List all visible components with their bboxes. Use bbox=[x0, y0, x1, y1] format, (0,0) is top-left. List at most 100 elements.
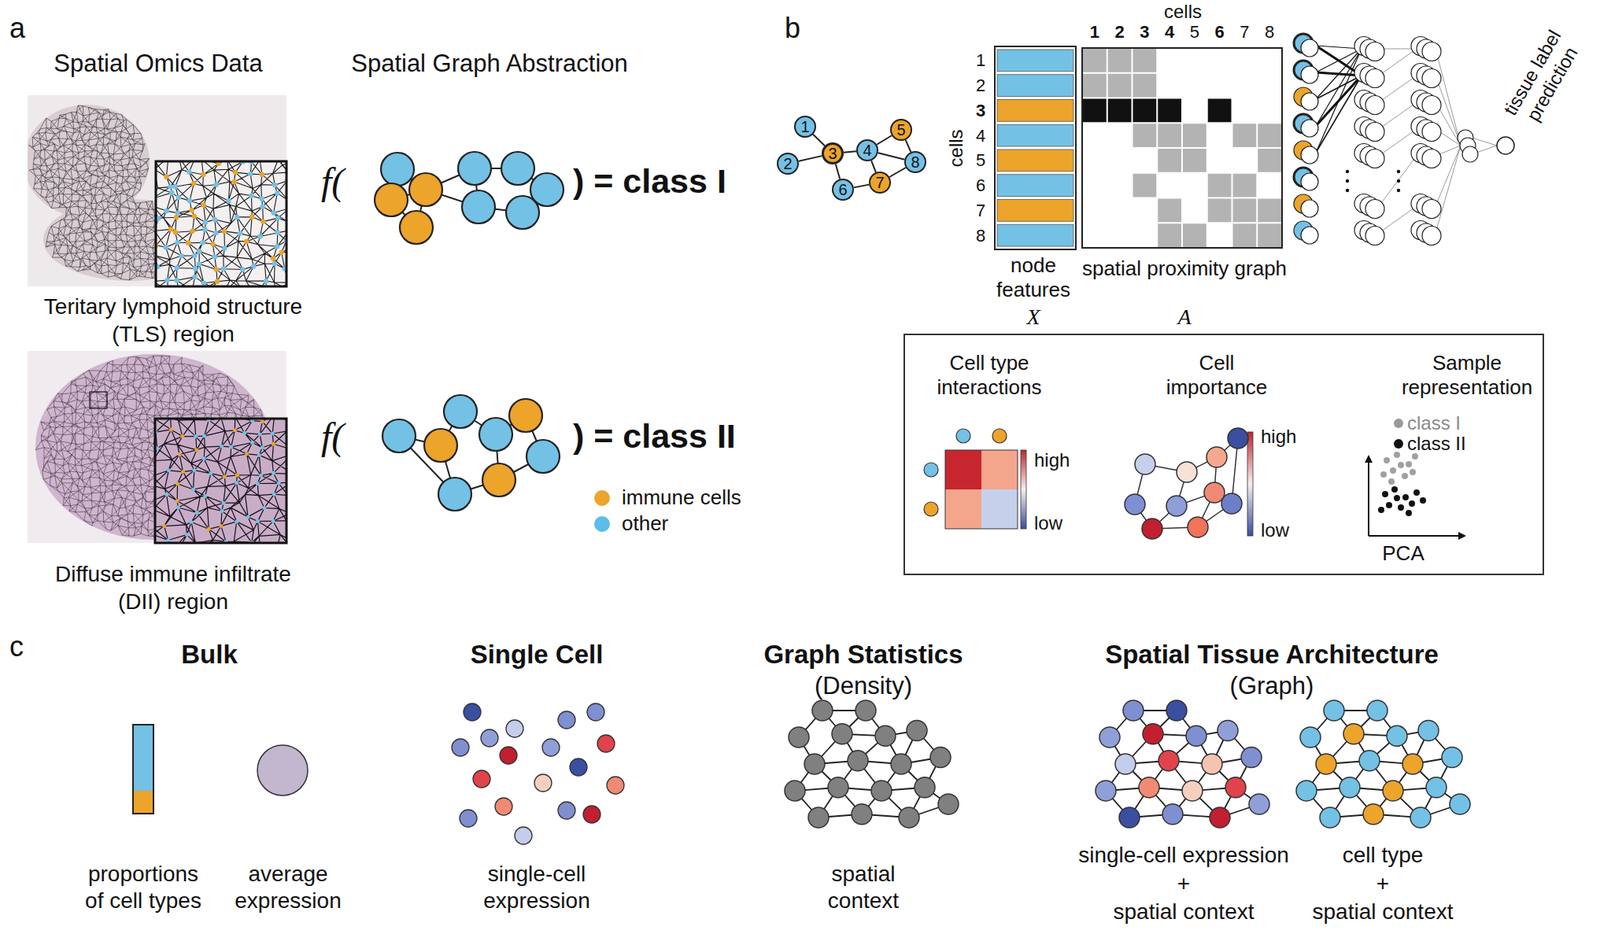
label-text: + bbox=[1177, 871, 1190, 897]
cell-dot bbox=[225, 198, 231, 204]
graph-vertex bbox=[479, 417, 513, 451]
label-text: single-cell expression bbox=[1078, 842, 1290, 869]
matrix-cell bbox=[1157, 99, 1182, 123]
graph-vertex bbox=[938, 794, 959, 815]
matrix-cell bbox=[1157, 123, 1182, 148]
inset-frame bbox=[155, 418, 287, 544]
label-text: node features bbox=[982, 253, 1085, 303]
cell-dot bbox=[451, 739, 470, 757]
matrix-cell bbox=[1257, 223, 1282, 248]
graph-node: 4 bbox=[856, 139, 879, 162]
graph-node: 2 bbox=[776, 152, 799, 175]
label-text: high bbox=[1260, 425, 1297, 449]
label-text: spatial context bbox=[812, 860, 915, 914]
matrix-cell bbox=[1233, 123, 1257, 148]
cell-dot bbox=[192, 468, 196, 473]
matrix-cell bbox=[1082, 73, 1107, 98]
label-text: 6 bbox=[1215, 22, 1225, 41]
label-text: Spatial Tissue Architecture bbox=[1104, 639, 1439, 671]
cell-dot bbox=[202, 226, 207, 232]
graph-connector bbox=[812, 134, 825, 146]
node-number: 5 bbox=[896, 121, 906, 138]
label-text: 1 bbox=[1090, 22, 1100, 41]
matrix-cell bbox=[1233, 223, 1257, 248]
cell-dot bbox=[274, 243, 280, 249]
sample-point bbox=[1405, 509, 1412, 517]
matrix-cell bbox=[1133, 73, 1157, 98]
feature-bar bbox=[997, 49, 1074, 72]
cell-dot bbox=[272, 492, 277, 497]
cell-dot bbox=[234, 519, 239, 524]
matrix-cell bbox=[1157, 148, 1182, 173]
cell-dot bbox=[214, 279, 220, 285]
cell-dot bbox=[166, 468, 171, 473]
importance-vertex bbox=[1206, 447, 1227, 468]
graph-vertex bbox=[1363, 804, 1384, 825]
graph-vertex bbox=[1343, 724, 1364, 745]
sample-point bbox=[1389, 467, 1397, 474]
label-text: tissue label prediction bbox=[1493, 16, 1593, 142]
cell-dot bbox=[208, 471, 213, 476]
inset-frame bbox=[155, 161, 287, 287]
cell-dot bbox=[271, 471, 276, 476]
sample-point bbox=[1381, 491, 1389, 498]
cell-dot bbox=[166, 538, 170, 543]
cell-dot bbox=[162, 524, 167, 529]
cell-dot bbox=[202, 434, 207, 439]
graph-vertex bbox=[1119, 807, 1140, 828]
sample-point bbox=[1409, 469, 1416, 476]
graph-connector bbox=[843, 151, 857, 152]
graph-vertex bbox=[1115, 753, 1136, 775]
sample-point bbox=[1393, 495, 1401, 502]
label-text: 4 bbox=[1164, 22, 1175, 41]
node-number: 4 bbox=[862, 142, 872, 159]
graph-connector bbox=[853, 184, 869, 189]
input-neuron bbox=[1300, 146, 1319, 164]
graph-vertex bbox=[906, 720, 928, 742]
cell-dot bbox=[176, 506, 181, 510]
graph-vertex bbox=[1162, 804, 1183, 825]
cell-dot bbox=[260, 419, 265, 424]
cell-dot bbox=[219, 509, 224, 514]
graph-vertex bbox=[1418, 720, 1439, 742]
cell-dot bbox=[237, 230, 243, 236]
graph-vertex bbox=[399, 210, 433, 244]
cell-dot bbox=[243, 239, 249, 244]
cell-dot bbox=[569, 758, 588, 776]
graph-vertex bbox=[1300, 727, 1321, 748]
cell-dot bbox=[480, 729, 499, 747]
graph-vertex bbox=[788, 727, 810, 748]
matrix-cell bbox=[1133, 123, 1157, 148]
importance-vertex bbox=[1124, 494, 1146, 515]
cell-dot bbox=[189, 229, 195, 234]
label-text: Spatial Omics Data bbox=[53, 48, 263, 78]
graph-vertex bbox=[851, 804, 873, 825]
heatmap-cell bbox=[981, 489, 1018, 529]
graph-vertex bbox=[898, 807, 920, 828]
cell-dot bbox=[195, 510, 200, 515]
graph-vertex bbox=[1095, 780, 1116, 802]
cell-dot bbox=[188, 207, 194, 213]
cell-dot bbox=[196, 261, 202, 267]
graph-vertex bbox=[530, 173, 564, 207]
cell-dot bbox=[583, 805, 601, 824]
feature-bar bbox=[997, 174, 1074, 197]
cell-dot bbox=[232, 169, 238, 175]
hidden-neuron bbox=[1422, 96, 1442, 115]
cell-dot bbox=[173, 229, 178, 235]
cell-dot bbox=[275, 230, 281, 236]
network-link bbox=[1378, 48, 1417, 50]
graph-vertex bbox=[438, 477, 472, 511]
cell-dot bbox=[214, 266, 219, 272]
graph-node: 7 bbox=[868, 171, 891, 194]
cell-dot bbox=[212, 217, 218, 222]
legend-swatch bbox=[594, 490, 610, 507]
network-link bbox=[1378, 155, 1417, 207]
matrix-cell bbox=[1082, 48, 1107, 73]
feature-bar bbox=[997, 99, 1074, 122]
cell-dot bbox=[257, 233, 263, 239]
cell-dot bbox=[270, 255, 276, 261]
graph-vertex bbox=[1296, 780, 1317, 802]
heatmap-cell bbox=[945, 450, 982, 490]
